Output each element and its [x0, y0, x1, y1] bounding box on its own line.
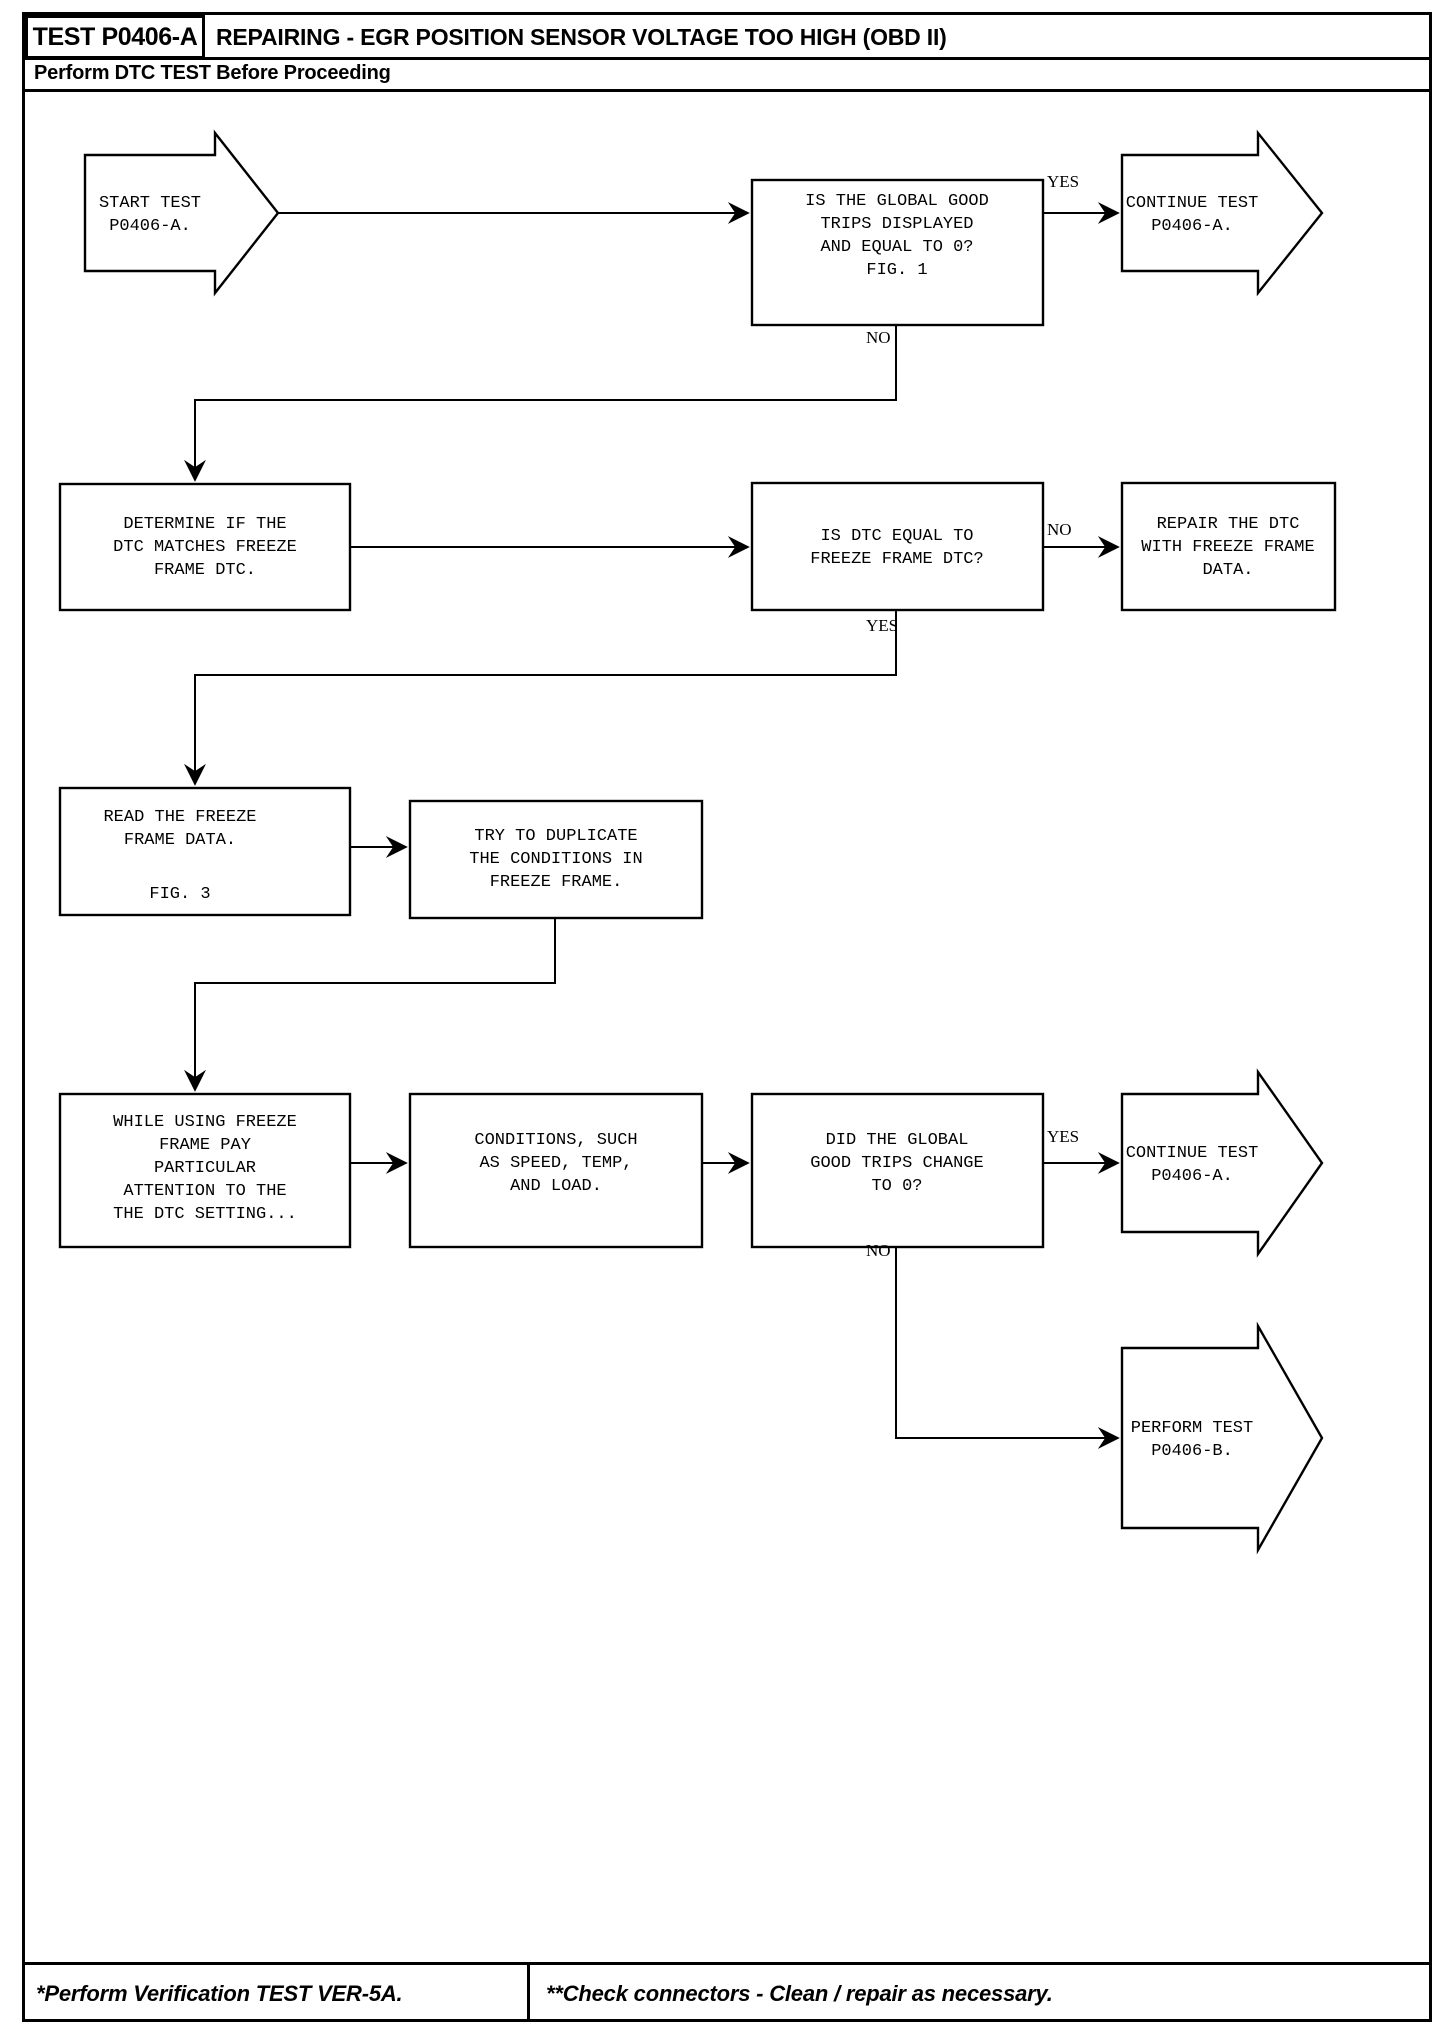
readff-line-2: FRAME DATA.: [124, 831, 236, 850]
duplicate-box-shape: [408, 799, 704, 920]
footer-left-cell: *Perform Verification TEST VER-5A.: [22, 1965, 530, 2022]
conditions-line-3: AND LOAD.: [510, 1177, 602, 1196]
edge-label-no-1: NO: [866, 328, 891, 347]
node-perform-test-b[interactable]: PERFORM TEST P0406-B.: [1120, 1321, 1324, 1555]
q3-line-1: DID THE GLOBAL: [826, 1131, 969, 1150]
edge-q3-no-to-perform: [895, 1232, 1120, 1449]
while-line-5: THE DTC SETTING...: [113, 1205, 297, 1224]
start-test-line-1: START TEST: [99, 194, 201, 213]
determine-line-2: DTC MATCHES FREEZE: [113, 538, 297, 557]
while-box-shape: [58, 1092, 352, 1249]
footer-row: *Perform Verification TEST VER-5A. **Che…: [22, 1962, 1432, 2022]
node-determine-dtc-match[interactable]: DETERMINE IF THE DTC MATCHES FREEZE FRAM…: [58, 482, 352, 612]
edge-q2-yes-to-readff: [184, 610, 897, 786]
header-row: [22, 12, 1432, 60]
node-continue-test-1[interactable]: CONTINUE TEST P0406-A.: [1120, 129, 1324, 297]
test-id-label: TEST P0406-A: [32, 22, 198, 51]
continue-test-2-line-1: CONTINUE TEST: [1126, 1144, 1259, 1163]
repair-line-1: REPAIR THE DTC: [1157, 515, 1300, 534]
node-conditions-speed-temp-load[interactable]: CONDITIONS, SUCH AS SPEED, TEMP, AND LOA…: [408, 1092, 704, 1249]
footer-right-text: **Check connectors - Clean / repair as n…: [546, 1980, 1053, 2006]
test-id-box: TEST P0406-A: [25, 15, 205, 59]
duplicate-line-1: TRY TO DUPLICATE: [474, 827, 637, 846]
duplicate-line-2: THE CONDITIONS IN: [469, 850, 642, 869]
node-q1-global-good-trips[interactable]: IS THE GLOBAL GOOD TRIPS DISPLAYED AND E…: [750, 178, 1045, 327]
perform-test-b-arrow-shape: [1120, 1321, 1324, 1555]
conditions-line-1: CONDITIONS, SUCH: [474, 1131, 637, 1150]
continue-test-1-line-2: P0406-A.: [1151, 217, 1233, 236]
node-try-duplicate-conditions[interactable]: TRY TO DUPLICATE THE CONDITIONS IN FREEZ…: [408, 799, 704, 920]
edge-q1-no-to-determine: [184, 325, 897, 482]
q1-line-4: FIG. 1: [866, 261, 927, 280]
duplicate-line-3: FREEZE FRAME.: [490, 873, 623, 892]
repair-line-2: WITH FREEZE FRAME: [1141, 538, 1314, 557]
while-line-1: WHILE USING FREEZE: [113, 1113, 297, 1132]
q1-line-1: IS THE GLOBAL GOOD: [805, 192, 989, 211]
repair-box-shape: [1120, 481, 1337, 612]
node-read-freeze-frame-data[interactable]: READ THE FREEZE FRAME DATA. FIG. 3: [58, 786, 352, 917]
q1-line-3: AND EQUAL TO 0?: [820, 238, 973, 257]
perform-test-b-line-2: P0406-B.: [1151, 1442, 1233, 1461]
perform-test-b-line-1: PERFORM TEST: [1131, 1419, 1253, 1438]
edge-label-no-2: NO: [1047, 520, 1072, 539]
continue-test-1-line-1: CONTINUE TEST: [1126, 194, 1259, 213]
edge-duplicate-to-while: [184, 918, 556, 1092]
q1-box-shape: [750, 178, 1045, 327]
while-line-2: FRAME PAY: [159, 1136, 251, 1155]
determine-line-3: FRAME DTC.: [154, 561, 256, 580]
determine-box-shape: [58, 482, 352, 612]
node-q3-good-trips-change[interactable]: DID THE GLOBAL GOOD TRIPS CHANGE TO 0?: [750, 1092, 1045, 1249]
page-title: REPAIRING - EGR POSITION SENSOR VOLTAGE …: [216, 17, 947, 57]
node-repair-dtc[interactable]: REPAIR THE DTC WITH FREEZE FRAME DATA.: [1120, 481, 1337, 612]
determine-line-1: DETERMINE IF THE: [123, 515, 286, 534]
readff-line-1: READ THE FREEZE: [103, 808, 256, 827]
continue-test-1-arrow-shape: [1120, 129, 1324, 297]
continue-test-2-arrow-shape: [1120, 1068, 1324, 1258]
q2-box-shape: [750, 481, 1045, 612]
edge-label-yes-1: YES: [1047, 172, 1079, 191]
q2-line-2: FREEZE FRAME DTC?: [810, 550, 983, 569]
edge-label-yes-3: YES: [1047, 1127, 1079, 1146]
header-subtitle-text: Perform DTC TEST Before Proceeding: [34, 62, 391, 84]
q3-line-2: GOOD TRIPS CHANGE: [810, 1154, 983, 1173]
footer-left-text: *Perform Verification TEST VER-5A.: [36, 1980, 403, 2006]
node-continue-test-2[interactable]: CONTINUE TEST P0406-A.: [1120, 1068, 1324, 1258]
edge-labels: YES NO NO YES YES NO: [866, 172, 1079, 1260]
node-while-using-freeze-frame[interactable]: WHILE USING FREEZE FRAME PAY PARTICULAR …: [58, 1092, 352, 1249]
continue-test-2-line-2: P0406-A.: [1151, 1167, 1233, 1186]
node-q2-dtc-equals-freeze-frame[interactable]: IS DTC EQUAL TO FREEZE FRAME DTC?: [750, 481, 1045, 612]
page-border: [22, 12, 1432, 2022]
footer-right-cell: **Check connectors - Clean / repair as n…: [530, 1965, 1432, 2022]
conditions-box-shape: [408, 1092, 704, 1249]
edges: [184, 202, 1120, 1449]
while-line-4: ATTENTION TO THE: [123, 1182, 286, 1201]
readff-box-shape: [58, 786, 352, 917]
q2-line-1: IS DTC EQUAL TO: [820, 527, 973, 546]
header-subtitle-row: Perform DTC TEST Before Proceeding: [22, 60, 1432, 92]
start-test-arrow-shape: [83, 129, 280, 297]
q1-line-2: TRIPS DISPLAYED: [820, 215, 973, 234]
node-start-test[interactable]: START TEST P0406-A.: [83, 129, 280, 297]
readff-line-4: FIG. 3: [149, 885, 210, 904]
conditions-line-2: AS SPEED, TEMP,: [479, 1154, 632, 1173]
page-title-text: REPAIRING - EGR POSITION SENSOR VOLTAGE …: [216, 23, 947, 50]
while-line-3: PARTICULAR: [154, 1159, 256, 1178]
edge-label-yes-2: YES: [866, 616, 898, 635]
repair-line-3: DATA.: [1202, 561, 1253, 580]
q3-line-3: TO 0?: [871, 1177, 922, 1196]
start-test-line-2: P0406-A.: [109, 217, 191, 236]
q3-box-shape: [750, 1092, 1045, 1249]
edge-label-no-3: NO: [866, 1241, 891, 1260]
